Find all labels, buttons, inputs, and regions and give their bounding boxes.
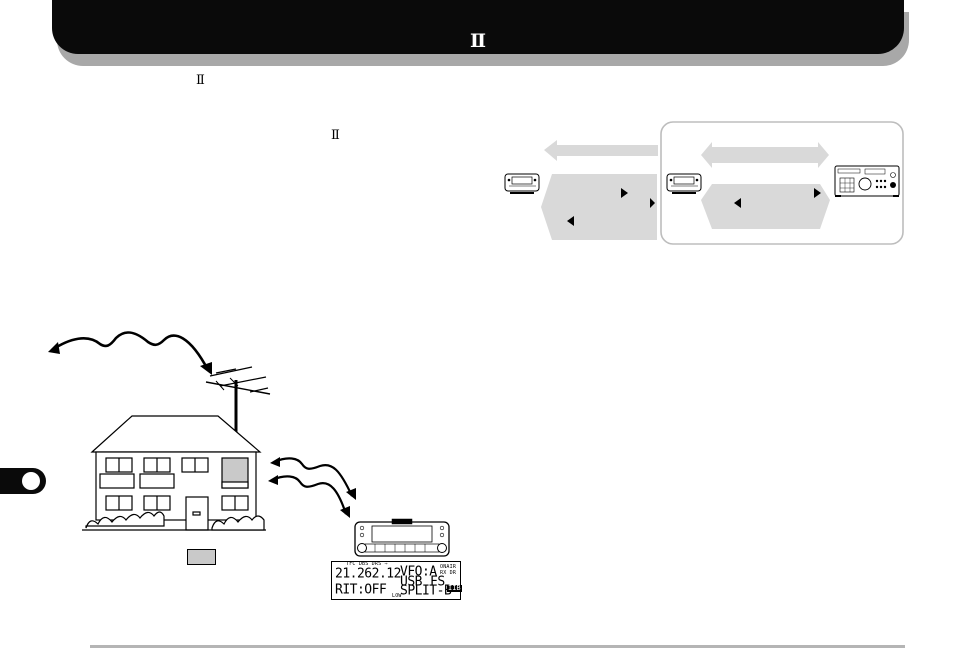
lcd-annotation: LOW bbox=[392, 593, 402, 599]
arrow-head-icon bbox=[200, 362, 212, 375]
lcd-display: TFC DBS DRS ⇒ 21.262.12 VFO:A ONAIR RX D… bbox=[331, 561, 462, 600]
lcd-mode: USB bbox=[400, 573, 422, 590]
arrow-head-icon bbox=[270, 457, 280, 467]
arrow-head-icon bbox=[268, 475, 278, 485]
footer-rule bbox=[90, 645, 905, 648]
antenna-icon bbox=[205, 366, 271, 432]
connection-diagram bbox=[504, 121, 904, 245]
arrow-head-icon bbox=[48, 342, 60, 354]
transceiver-icon bbox=[666, 173, 702, 194]
left-triangle-icon bbox=[567, 216, 574, 226]
right-triangle-icon bbox=[621, 188, 628, 198]
lcd-vfo: VFO:A bbox=[400, 563, 437, 580]
right-triangle-icon bbox=[650, 198, 655, 208]
left-triangle-icon bbox=[734, 198, 741, 208]
lcd-rit: RIT:OFF bbox=[335, 581, 387, 598]
lcd-annotation: TFC DBS DRS ⇒ bbox=[346, 561, 388, 567]
base-station-icon bbox=[834, 165, 900, 197]
lcd-split: SPLIT-B bbox=[400, 582, 452, 599]
double-arrow-bar bbox=[701, 184, 830, 229]
house-antenna-illustration bbox=[48, 331, 450, 557]
double-headed-arrow bbox=[701, 142, 829, 168]
right-triangle-icon bbox=[814, 188, 821, 198]
roman-marker: Ⅱ bbox=[331, 128, 340, 143]
header-bar bbox=[52, 0, 904, 54]
arrow-head-icon bbox=[346, 488, 356, 500]
callout-box bbox=[187, 549, 216, 565]
radio-wave-icon bbox=[51, 331, 210, 371]
transceiver-icon bbox=[504, 173, 540, 194]
transceiver-icon bbox=[354, 518, 450, 557]
arrow-head-icon bbox=[340, 506, 350, 518]
lcd-onair: ONAIR bbox=[440, 564, 457, 570]
lcd-frequency: 21.262.12 bbox=[335, 565, 401, 582]
lcd-fs: FS bbox=[430, 573, 445, 590]
radio-wave-icon bbox=[271, 457, 353, 515]
house-icon bbox=[82, 415, 266, 531]
roman-marker: Ⅱ bbox=[196, 73, 205, 88]
double-arrow-bar bbox=[541, 174, 657, 240]
lcd-band-indicator: IIB bbox=[447, 584, 462, 592]
chapter-tab-marker bbox=[22, 472, 40, 490]
lcd-rx-dr: RX DR bbox=[440, 570, 457, 576]
large-left-arrow bbox=[544, 140, 658, 161]
page-title: Ⅱ bbox=[469, 30, 486, 52]
